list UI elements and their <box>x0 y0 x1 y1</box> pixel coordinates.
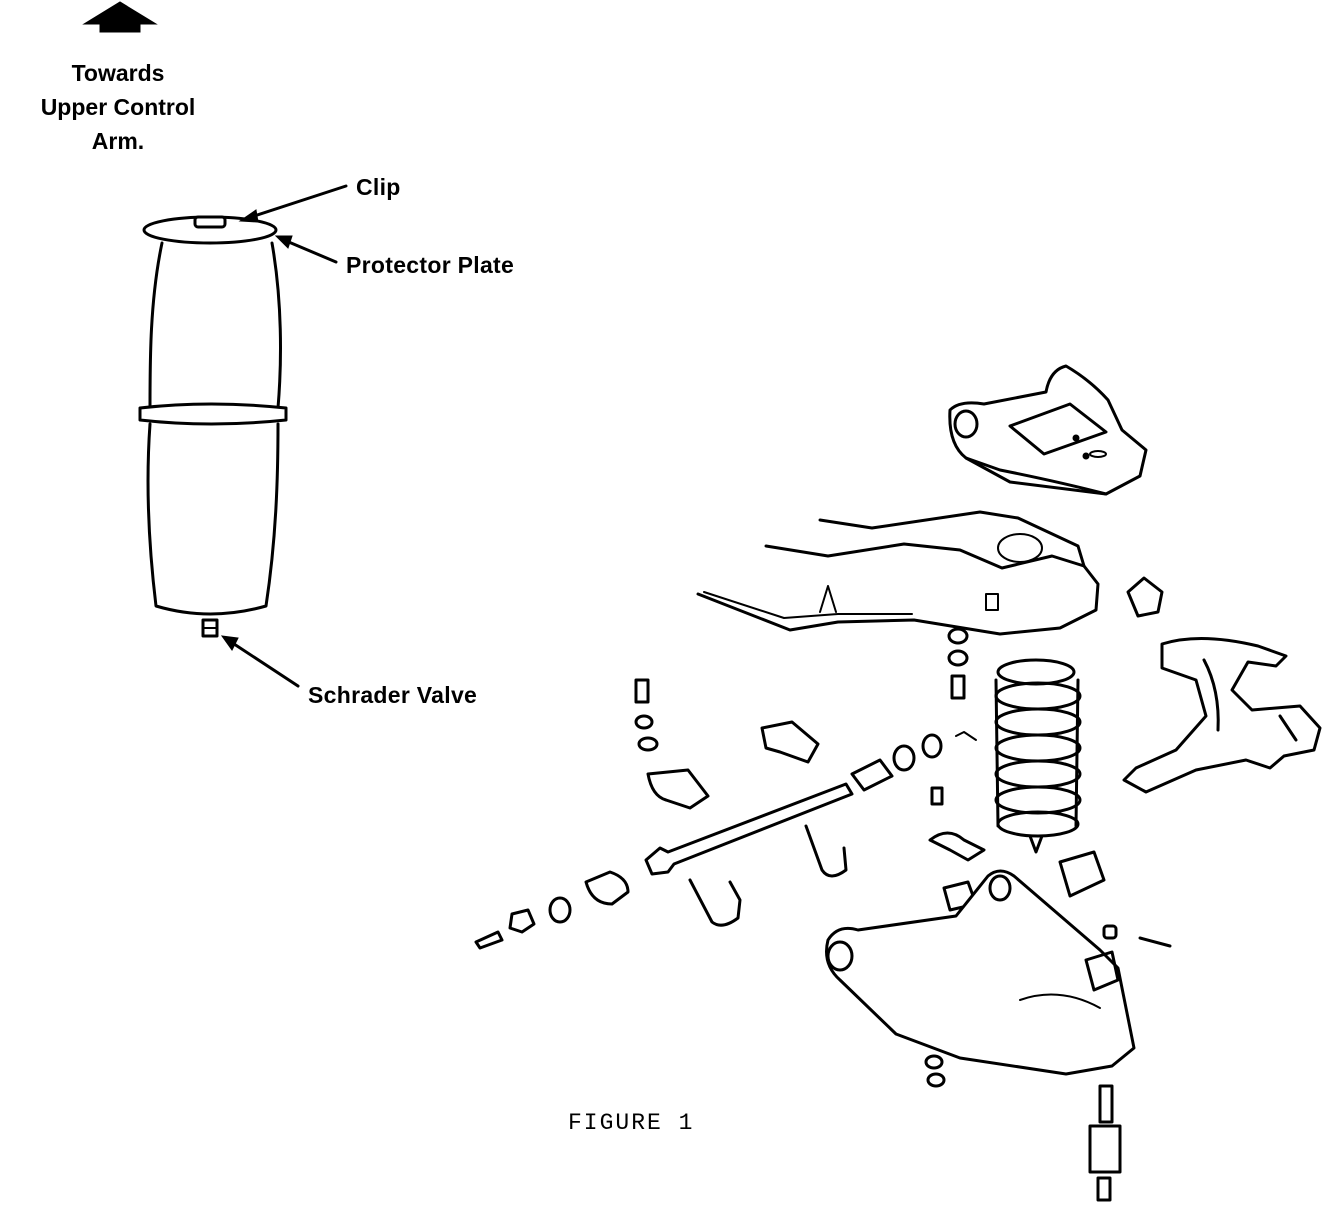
direction-line-2: Upper Control <box>40 94 196 120</box>
frame-rail-drawing <box>696 510 1100 636</box>
front-bushing-drawing <box>474 870 630 950</box>
callout-leaders <box>220 184 348 688</box>
direction-line-3: Arm. <box>91 128 145 154</box>
upper-bolt-stack-drawing <box>634 678 710 810</box>
callout-schrader-valve: Schrader Valve <box>308 682 478 708</box>
callout-clip: Clip <box>356 174 401 200</box>
u-bolt-drawing-1 <box>688 878 742 927</box>
hardware-drawing <box>928 627 1172 948</box>
coil-spring-drawing <box>994 658 1082 854</box>
steering-knuckle-drawing <box>1122 637 1322 794</box>
callout-protector-plate: Protector Plate <box>346 252 515 278</box>
pivot-shaft-drawing <box>644 731 977 876</box>
bump-stop-drawing <box>1126 576 1164 618</box>
lower-control-arm-drawing <box>825 869 1136 1076</box>
upper-control-arm-drawing <box>948 364 1148 496</box>
air-bag-drawing <box>138 215 288 638</box>
ball-joint-drawing <box>924 1054 1122 1202</box>
figure-caption: FIGURE 1 <box>568 1110 695 1136</box>
u-bolt-drawing-2 <box>804 824 848 878</box>
arrow-up-icon <box>82 1 158 33</box>
direction-line-1: Towards <box>71 60 165 86</box>
bracket-drawing <box>760 720 820 764</box>
direction-note: Towards Upper Control Arm. <box>18 56 218 158</box>
